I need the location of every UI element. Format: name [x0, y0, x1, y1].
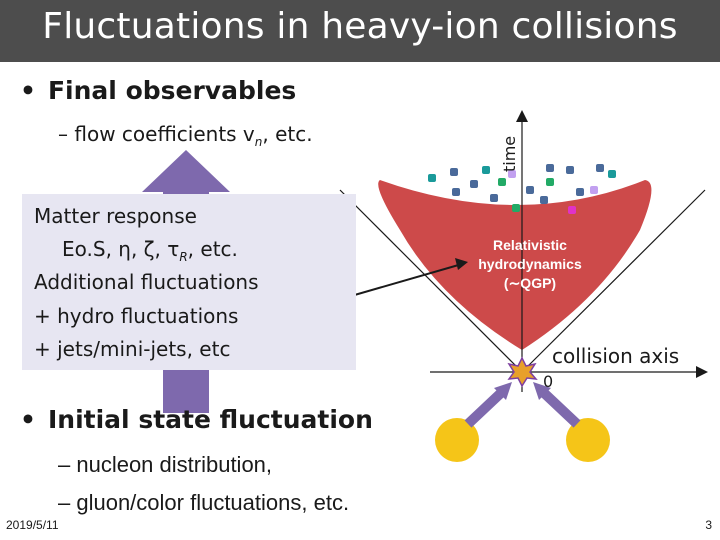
- sub-nucleon-distribution: – nucleon distribution,: [58, 452, 273, 477]
- particle-dot-icon: [526, 186, 534, 194]
- particle-dot-icon: [576, 188, 584, 196]
- nucleus-left: [435, 382, 512, 462]
- particle-dot-icon: [482, 166, 490, 174]
- bullet-final-observables: • Final observables: [20, 76, 296, 105]
- light-cone-left: [339, 189, 523, 373]
- particle-dot-icon: [512, 204, 520, 212]
- particle-dot-icon: [546, 164, 554, 172]
- time-axis-arrowhead: [516, 110, 528, 122]
- eos-text: Eo.S, η, ζ, τ: [62, 237, 180, 261]
- particle-dot-icon: [508, 170, 516, 178]
- particle-dot-icon: [490, 194, 498, 202]
- particle-dot-icon: [498, 178, 506, 186]
- nucleus-icon: [435, 418, 479, 462]
- hydro-line-2: hydrodynamics: [478, 256, 582, 272]
- particle-dot-icon: [450, 168, 458, 176]
- matter-response-title: Matter response: [34, 204, 197, 228]
- particle-dot-icon: [452, 188, 460, 196]
- hydro-line-1: Relativistic: [493, 237, 567, 253]
- eos-suffix: , etc.: [187, 237, 238, 261]
- particle-dot-icon: [566, 166, 574, 174]
- bullet-initial-state: • Initial state fluctuation: [20, 405, 373, 434]
- light-cone-right: [521, 189, 706, 373]
- eos-subscript: R: [179, 250, 188, 264]
- footer-date: 2019/5/11: [6, 518, 59, 532]
- collision-star-icon: [507, 356, 538, 388]
- particle-dot-icon: [540, 196, 548, 204]
- sub-text: – flow coefficients v: [58, 122, 255, 146]
- matter-response-hydro: + hydro fluctuations: [34, 304, 239, 328]
- particles: [428, 164, 616, 214]
- collision-axis-arrowhead: [696, 366, 708, 378]
- bullet-label: Final observables: [47, 76, 297, 105]
- particle-dot-icon: [568, 206, 576, 214]
- pointer-arrowhead: [455, 258, 468, 270]
- sub-subscript: n: [254, 135, 263, 149]
- sub-gluon-fluctuations: – gluon/color fluctuations, etc.: [58, 490, 350, 515]
- hydro-line-3: (∼QGP): [503, 275, 557, 291]
- nucleus-icon: [566, 418, 610, 462]
- particle-dot-icon: [428, 174, 436, 182]
- particle-dot-icon: [596, 164, 604, 172]
- bullet-dot: •: [20, 405, 36, 434]
- origin-label: 0: [543, 372, 554, 391]
- slide-title: Fluctuations in heavy-ion collisions: [42, 6, 678, 47]
- particle-dot-icon: [546, 178, 554, 186]
- hydro-label: Relativistic hydrodynamics (∼QGP): [450, 236, 610, 293]
- fireball-shape: [378, 180, 652, 350]
- sub-flow-coefficients: – flow coefficients vn, etc.: [58, 122, 313, 149]
- bullet-label: Initial state fluctuation: [47, 405, 373, 434]
- matter-response-box: Matter response Eo.S, η, ζ, τR, etc. Add…: [22, 194, 356, 370]
- matter-response-eos: Eo.S, η, ζ, τR, etc.: [62, 237, 238, 264]
- particle-dot-icon: [608, 170, 616, 178]
- time-axis-label: time: [500, 135, 519, 172]
- page-number: 3: [705, 518, 712, 532]
- sub-text-suffix: , etc.: [262, 122, 313, 146]
- nucleus-right: [533, 382, 610, 462]
- collision-axis-label: collision axis: [552, 344, 680, 368]
- bullet-dot: •: [20, 76, 36, 105]
- matter-response-jets: + jets/mini-jets, etc: [34, 337, 231, 361]
- particle-dot-icon: [590, 186, 598, 194]
- matter-response-additional: Additional fluctuations: [34, 270, 259, 294]
- title-bar: Fluctuations in heavy-ion collisions: [0, 0, 720, 62]
- particle-dot-icon: [470, 180, 478, 188]
